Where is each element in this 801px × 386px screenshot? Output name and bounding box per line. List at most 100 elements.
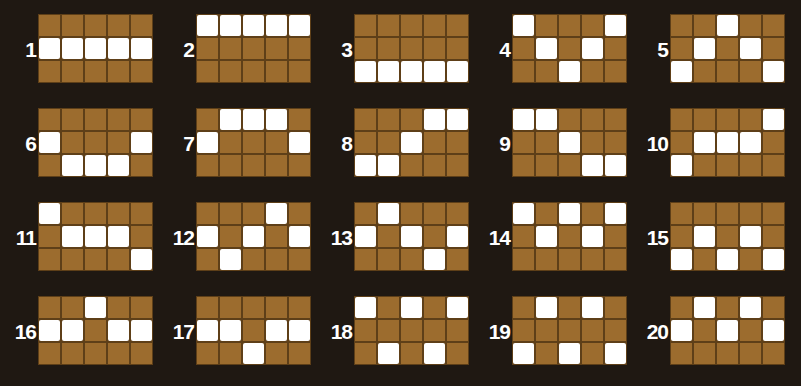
reel-cell xyxy=(85,320,106,341)
reel-cell xyxy=(266,155,287,176)
active-cell xyxy=(559,61,580,82)
reel-cell xyxy=(694,15,715,36)
reel-cell xyxy=(424,226,445,247)
reel-cell xyxy=(582,109,603,130)
reel-cell xyxy=(378,132,399,153)
active-cell xyxy=(717,15,738,36)
reel-cell xyxy=(559,38,580,59)
reel-cell xyxy=(582,15,603,36)
reel-cell xyxy=(220,38,241,59)
active-cell xyxy=(197,226,218,247)
grid-back xyxy=(670,14,785,83)
reel-cell xyxy=(401,109,422,130)
active-cell xyxy=(424,109,445,130)
reel-cell xyxy=(62,343,83,364)
reel-cell xyxy=(694,343,715,364)
active-cell xyxy=(39,38,60,59)
reel-cell xyxy=(355,38,376,59)
active-cell xyxy=(131,38,152,59)
reel-cell xyxy=(289,38,310,59)
active-cell xyxy=(243,15,264,36)
payline-number: 6 xyxy=(8,108,36,180)
reel-cell xyxy=(378,226,399,247)
reel-cell xyxy=(85,343,106,364)
reel-cell xyxy=(605,320,626,341)
active-cell xyxy=(740,132,761,153)
reel-cell xyxy=(220,203,241,224)
reel-cell xyxy=(694,249,715,270)
active-cell xyxy=(401,61,422,82)
reel-cell xyxy=(378,15,399,36)
reel-cell xyxy=(401,343,422,364)
active-cell xyxy=(401,226,422,247)
reel-cell xyxy=(243,155,264,176)
reel-cell xyxy=(605,226,626,247)
payline-grid xyxy=(38,296,153,368)
reel-cell xyxy=(513,320,534,341)
grid-back xyxy=(354,14,469,83)
reel-cell xyxy=(717,155,738,176)
payline-panel: 8 xyxy=(324,108,474,180)
active-cell xyxy=(108,38,129,59)
reel-cell xyxy=(266,249,287,270)
reel-cell xyxy=(536,155,557,176)
grid-back xyxy=(670,296,785,365)
reel-cell xyxy=(740,15,761,36)
active-cell xyxy=(671,320,692,341)
active-cell xyxy=(220,249,241,270)
payline-grid xyxy=(670,202,785,274)
reel-cell xyxy=(266,297,287,318)
payline-panel: 13 xyxy=(324,202,474,274)
reel-cell xyxy=(197,61,218,82)
reel-cell xyxy=(243,132,264,153)
active-cell xyxy=(39,132,60,153)
payline-panel: 3 xyxy=(324,14,474,86)
active-cell xyxy=(740,297,761,318)
reel-cell xyxy=(378,249,399,270)
reel-cell xyxy=(424,203,445,224)
active-cell xyxy=(605,343,626,364)
reel-cell xyxy=(513,132,534,153)
payline-number: 18 xyxy=(324,296,352,368)
active-cell xyxy=(424,249,445,270)
reel-cell xyxy=(536,61,557,82)
reel-cell xyxy=(39,226,60,247)
active-cell xyxy=(559,132,580,153)
active-cell xyxy=(605,15,626,36)
reel-cell xyxy=(85,203,106,224)
reel-cell xyxy=(220,61,241,82)
active-cell xyxy=(85,155,106,176)
payline-grid xyxy=(354,108,469,180)
payline-grid xyxy=(670,108,785,180)
grid-back xyxy=(354,108,469,177)
reel-cell xyxy=(197,297,218,318)
active-cell xyxy=(355,61,376,82)
reel-cell xyxy=(559,109,580,130)
reel-cell xyxy=(582,203,603,224)
active-cell xyxy=(108,226,129,247)
reel-cell xyxy=(85,61,106,82)
payline-grid xyxy=(38,202,153,274)
grid-back xyxy=(38,202,153,271)
reel-cell xyxy=(447,343,468,364)
payline-panel: 6 xyxy=(8,108,158,180)
reel-cell xyxy=(378,297,399,318)
reel-cell xyxy=(197,38,218,59)
reel-cell xyxy=(401,203,422,224)
grid-back xyxy=(354,296,469,365)
reel-cell xyxy=(582,132,603,153)
reel-cell xyxy=(289,249,310,270)
reel-cell xyxy=(355,249,376,270)
payline-number: 20 xyxy=(640,296,668,368)
reel-cell xyxy=(289,203,310,224)
payline-number: 1 xyxy=(8,14,36,86)
reel-cell xyxy=(197,109,218,130)
reel-cell xyxy=(108,343,129,364)
active-cell xyxy=(243,226,264,247)
payline-number: 11 xyxy=(8,202,36,274)
grid-back xyxy=(38,296,153,365)
reel-cell xyxy=(671,203,692,224)
active-cell xyxy=(355,155,376,176)
reel-cell xyxy=(536,203,557,224)
active-cell xyxy=(266,109,287,130)
